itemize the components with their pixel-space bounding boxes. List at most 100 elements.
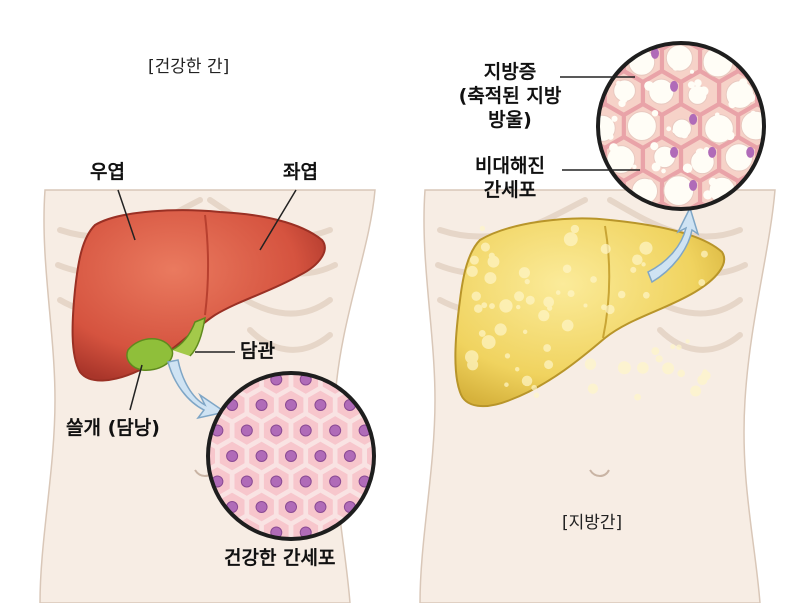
cell-nucleus (314, 501, 327, 513)
fat-droplet (582, 156, 591, 165)
fat-droplet (598, 47, 617, 74)
fat-droplet (502, 34, 511, 43)
fat-droplet (584, 95, 589, 100)
cell-nucleus (226, 450, 239, 462)
fat-droplet (539, 18, 549, 28)
cell-nucleus (374, 553, 385, 564)
cell-nucleus (374, 298, 385, 309)
fat-droplet (771, 157, 777, 163)
fat-texture (617, 361, 631, 375)
fat-texture (676, 344, 682, 350)
enlarged-cell (777, 237, 800, 279)
fat-droplet (770, 294, 777, 301)
fat-droplet (672, 64, 679, 71)
fat-droplet (766, 15, 790, 39)
cell-nucleus (403, 349, 414, 360)
fat-droplet (748, 0, 771, 3)
fat-droplet (632, 164, 637, 170)
fat-texture (651, 347, 660, 356)
fat-droplet (793, 54, 798, 59)
fat-droplet (753, 54, 759, 60)
fat-droplet (714, 112, 720, 118)
fat-texture (641, 262, 646, 267)
healthy-cell (395, 440, 423, 472)
enlarged-cell (604, 43, 644, 50)
fat-droplet (625, 14, 630, 19)
enlarged-cell (510, 0, 546, 15)
fat-droplet (649, 43, 679, 45)
fat-texture (562, 264, 572, 274)
fat-texture (698, 279, 706, 286)
fat-texture (567, 290, 574, 297)
fat-droplet (584, 16, 592, 24)
fat-droplet (595, 0, 621, 7)
cell-nucleus (389, 476, 400, 487)
fat-droplet (783, 49, 789, 55)
enlarged-cell (701, 0, 737, 15)
fat-texture (590, 276, 597, 283)
healthy-cell (395, 389, 423, 421)
fat-droplet (767, 251, 771, 255)
fat-droplet (782, 246, 800, 271)
fat-droplet (693, 18, 713, 38)
fat-texture (584, 358, 597, 370)
fat-texture (601, 304, 607, 311)
fat-droplet (497, 15, 522, 40)
fat-droplet (708, 177, 717, 186)
fatty-caption: [지방간] (562, 513, 623, 533)
fat-texture (516, 304, 521, 310)
cell-nucleus (343, 450, 356, 462)
fat-droplet (636, 0, 656, 5)
fat-texture (504, 353, 511, 359)
fat-texture (479, 225, 486, 232)
fat-droplet (703, 146, 710, 153)
healthy-cell (395, 593, 423, 603)
enlarged-cell (549, 0, 585, 15)
line-left-lobe (259, 189, 297, 251)
fat-droplet (661, 168, 666, 174)
cell-nucleus (403, 400, 414, 411)
label-enlarged-2: 간세포 (483, 179, 537, 201)
arrow-fatty (647, 205, 700, 284)
enlarged-cell (739, 0, 775, 15)
fat-droplet (742, 163, 748, 169)
cell-nucleus (418, 374, 429, 385)
fat-texture (632, 254, 643, 266)
fat-droplet (780, 201, 787, 208)
fat-droplet (784, 0, 793, 2)
cell-nucleus (689, 113, 698, 125)
fat-texture (643, 291, 650, 299)
enlarged-cell (777, 0, 800, 15)
fat-droplet (574, 13, 598, 37)
fat-droplet (789, 182, 794, 187)
fat-droplet (589, 82, 594, 87)
healthy-cell (366, 593, 394, 603)
cell-nucleus (537, 48, 545, 59)
fat-texture (499, 299, 513, 313)
cell-nucleus (285, 501, 297, 513)
fat-droplet (729, 20, 748, 39)
fat-droplet (780, 23, 786, 29)
fat-droplet (727, 20, 732, 25)
fat-droplet (732, 163, 738, 170)
fat-droplet (583, 153, 588, 158)
fat-texture (480, 242, 490, 252)
fat-texture (685, 339, 690, 344)
cell-nucleus (373, 501, 374, 513)
fat-droplet (780, 17, 788, 25)
fat-droplet (745, 47, 764, 76)
fat-droplet (689, 69, 694, 74)
fat-droplet (619, 146, 627, 154)
enlarged-cell (777, 105, 800, 147)
healthy-cell (351, 568, 379, 600)
fat-droplet (669, 0, 690, 5)
fat-droplet (750, 110, 757, 117)
fat-texture (525, 295, 535, 305)
fat-texture (488, 252, 495, 259)
fat-texture (522, 329, 528, 335)
label-fat-1: 지방증 (483, 61, 537, 83)
fat-droplet (573, 112, 581, 120)
cell-nucleus (270, 475, 283, 488)
fat-droplet (783, 149, 790, 156)
fat-texture (515, 367, 520, 372)
